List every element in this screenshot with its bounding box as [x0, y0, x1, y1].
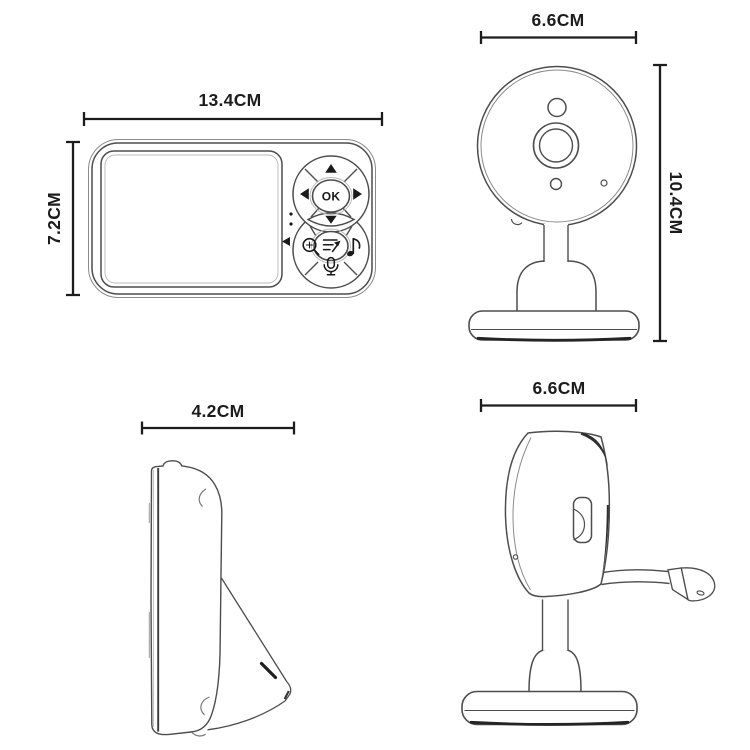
monitor-button-cluster: OK: [292, 155, 370, 289]
power-cable: [601, 567, 716, 602]
top-shading: [580, 432, 609, 467]
kickstand-hinge-mark: [259, 661, 278, 680]
arrow-down-icon: [325, 215, 337, 224]
camera-front-width-dimension: 6.6CM: [479, 10, 638, 44]
stand-neck-fill: [544, 224, 568, 264]
dimension-ticks: [66, 140, 80, 297]
camera-side-width-label: 6.6CM: [532, 378, 585, 398]
front-face-edge: [512, 437, 532, 591]
stand-neck: [541, 599, 569, 650]
monitor-front-view: 13.4CM 7.2CM: [44, 90, 384, 298]
cable-bottom-edge: [601, 581, 670, 586]
camera-face-inner: [480, 69, 634, 223]
menu-button: [313, 230, 349, 262]
cable-plug-tip: [680, 567, 716, 602]
monitor-front-height-dimension: 7.2CM: [44, 140, 80, 297]
lower-dividers: [304, 225, 358, 276]
speaker-marker-icon: [282, 237, 290, 246]
camera-stand-side: [461, 599, 638, 726]
monitor-front-width-label: 13.4CM: [198, 90, 261, 110]
camera-front-height-dimension: 10.4CM: [653, 63, 686, 343]
kickstand: [207, 577, 292, 731]
menu-return-icon: [322, 239, 341, 253]
stand-neck-fill: [543, 599, 568, 651]
monitor-side-width-dimension: 4.2CM: [140, 401, 296, 435]
stand-base-edge: [476, 336, 632, 342]
stand-base-edge: [469, 720, 630, 726]
ok-button-label: OK: [322, 190, 341, 204]
kickstand-bottom: [207, 700, 286, 731]
dimension-ticks: [82, 112, 384, 126]
camera-side-outline: [504, 430, 611, 598]
zoom-icon: [302, 237, 320, 256]
stand-dome: [516, 260, 597, 311]
dimension-ticks: [653, 63, 667, 343]
back-detail-curve: [198, 488, 207, 507]
bottom-tab: [191, 732, 206, 737]
dimension-ticks: [479, 399, 638, 412]
plug-hole: [696, 590, 705, 596]
ok-button-outer: [309, 177, 353, 215]
camera-front-view: 6.6CM 10.4CM: [468, 10, 686, 343]
camera-head-side: [504, 430, 611, 598]
camera-lens: [538, 128, 574, 163]
camera-front-height-label: 10.4CM: [666, 171, 686, 234]
camera-stand-front: [468, 224, 640, 342]
camera-face: [476, 65, 638, 227]
camera-side-width-dimension: 6.6CM: [479, 378, 638, 412]
microphone-icon: [323, 256, 339, 276]
hinge-nub: [510, 218, 523, 226]
kickstand-foot: [284, 681, 292, 702]
monitor-front-width-dimension: 13.4CM: [82, 90, 384, 126]
camera-head-front: [476, 65, 638, 227]
music-note-icon: [347, 237, 361, 257]
camera-side-view: 6.6CM: [461, 378, 716, 726]
kickstand-edge: [220, 577, 288, 683]
monitor-screen: [100, 150, 283, 288]
cable-top-edge: [602, 569, 669, 574]
sd-slot-outline: [572, 496, 593, 544]
monitor-front-height-label: 7.2CM: [44, 192, 64, 245]
light-sensor: [547, 97, 567, 118]
sd-slot-notch: [573, 508, 586, 541]
indicator-led: [600, 179, 608, 187]
stand-neck: [543, 225, 569, 262]
monitor-side-width-label: 4.2CM: [191, 401, 244, 421]
side-mic-hole: [512, 554, 519, 560]
dimension-ticks: [479, 31, 638, 44]
arrow-left-icon: [300, 188, 309, 200]
ok-button: [311, 179, 351, 213]
monitor-screen-inner: [104, 154, 279, 284]
camera-front-width-label: 6.6CM: [531, 10, 584, 30]
sd-card-slot: [572, 496, 593, 544]
side-shading: [600, 505, 609, 583]
stand-base: [461, 690, 638, 726]
camera-lens-ring: [532, 122, 580, 169]
back-detail-curve: [200, 696, 210, 716]
stand-base: [468, 310, 640, 341]
stand-dome: [528, 648, 582, 693]
monitor-side-view: 4.2CM: [140, 401, 296, 737]
indicator-dot: [289, 222, 293, 226]
dimension-ticks: [140, 421, 296, 435]
microphone-hole: [549, 177, 563, 191]
monitor-side-outline: [150, 460, 223, 736]
arrow-up-icon: [325, 164, 337, 173]
menu-button-outer: [311, 228, 351, 264]
indicator-dot: [289, 212, 293, 216]
kickstand-foot-mark: [283, 690, 290, 700]
monitor-side-body: [148, 460, 223, 737]
dpad-dividers: [304, 168, 358, 218]
arrow-right-icon: [353, 188, 362, 200]
